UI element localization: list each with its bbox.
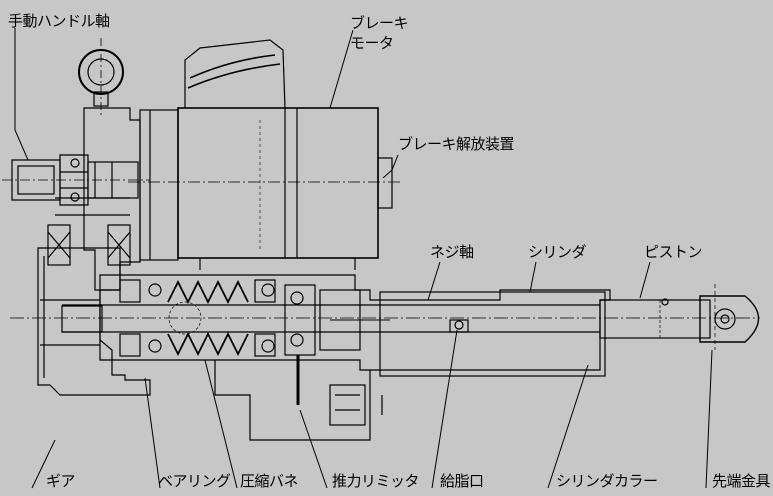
label-piston: ピストン <box>644 243 703 261</box>
label-screw-shaft: ネジ軸 <box>430 243 474 261</box>
gearbox-housing <box>37 107 151 396</box>
rod-end-fitting <box>699 284 760 350</box>
label-bearing: ベアリング <box>158 472 231 490</box>
label-tip-fitting: 先端金具 <box>712 472 771 490</box>
label-cylinder-collar: シリンダカラー <box>556 472 658 490</box>
motor-flange <box>139 109 179 261</box>
manual-handle-shaft-part <box>2 154 150 206</box>
lower-switch-block <box>214 360 383 441</box>
label-brake-motor-line1: ブレーキ <box>350 14 409 32</box>
label-grease-port: 給脂口 <box>440 472 484 490</box>
label-compression-spring: 圧縮バネ <box>240 472 299 490</box>
spring-housing <box>10 274 760 405</box>
piston-rod <box>599 298 711 339</box>
label-brake-release-device: ブレーキ解放装置 <box>398 135 515 153</box>
cylinder-tube <box>330 291 610 377</box>
label-gear: ギア <box>46 472 76 490</box>
label-thrust-limiter: 推力リミッタ <box>332 472 420 490</box>
lifting-eye <box>78 38 124 118</box>
label-manual-handle-shaft: 手動ハンドル軸 <box>8 12 110 30</box>
brake-motor-body <box>128 39 400 270</box>
label-cylinder: シリンダ <box>528 243 587 261</box>
label-brake-motor-line2: モータ <box>350 34 394 52</box>
leader-lines <box>14 28 713 489</box>
